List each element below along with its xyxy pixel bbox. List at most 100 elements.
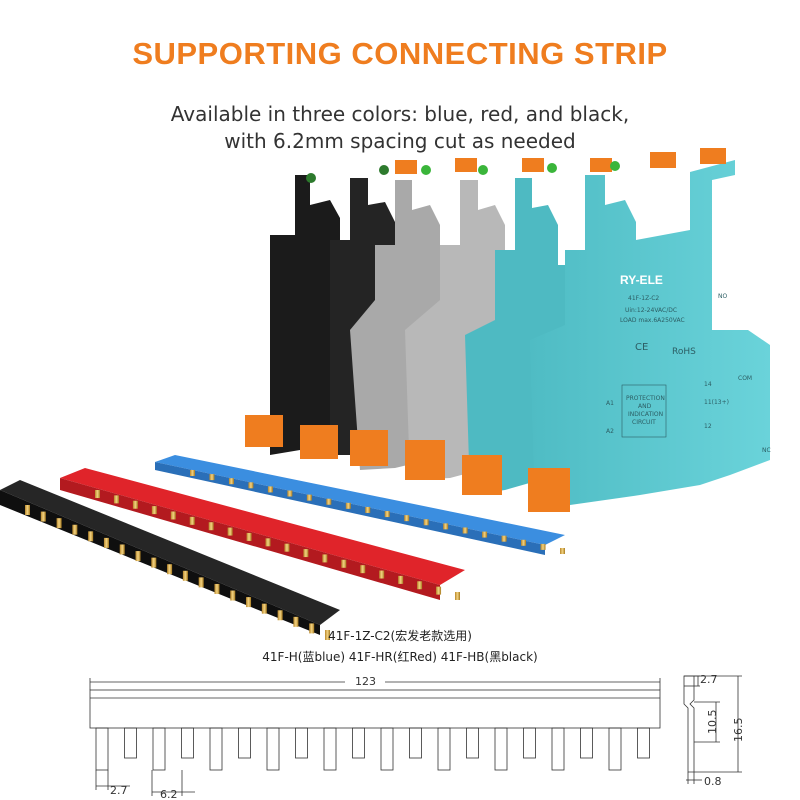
strip-pin — [293, 616, 299, 627]
strip-pin — [25, 505, 30, 515]
strip-pin — [326, 498, 332, 505]
drawing-pin — [323, 727, 337, 771]
strip-pin — [248, 482, 254, 489]
terminal-label: 14 — [704, 381, 712, 388]
strip-pin — [398, 575, 404, 584]
strip-pin — [190, 470, 195, 476]
drawing-pin — [409, 727, 422, 759]
strip-pin — [455, 592, 460, 600]
strip-pin — [208, 522, 214, 531]
strip-pin — [151, 506, 157, 515]
dimension-side-mid: 10.5 — [706, 710, 719, 735]
connecting-strip-black — [0, 480, 340, 635]
strip-pin — [182, 570, 188, 581]
strip-pin — [95, 490, 100, 498]
strip-pin — [198, 577, 204, 588]
strip-pin — [360, 565, 366, 574]
drawing-pin — [181, 727, 194, 759]
dimension-side-thickness: 0.8 — [704, 775, 722, 788]
circuit-text: INDICATION — [628, 411, 663, 418]
strip-pin — [423, 519, 429, 526]
strip-pin — [72, 524, 78, 535]
terminal-label: A1 — [606, 400, 614, 407]
strip-pin — [521, 539, 527, 546]
strip-pin — [227, 527, 233, 536]
drawing-pin — [380, 727, 394, 771]
strip-pin — [261, 603, 267, 614]
strip-pin — [287, 490, 293, 497]
relay-socket-teal-front: RY-ELE 41F-1Z-C2 Uin:12-24VAC/DC LOAD ma… — [528, 148, 771, 512]
strip-pin — [103, 537, 109, 548]
strip-pin — [443, 523, 449, 530]
dimension-pitch: 6.2 — [160, 788, 178, 800]
circuit-text: AND — [638, 403, 652, 410]
drawing-pin — [266, 727, 280, 771]
terminal-label: NC — [762, 447, 771, 454]
drawing-pin — [580, 727, 593, 759]
page-subtitle: Available in three colors: blue, red, an… — [0, 101, 800, 155]
dimension-length: 123 — [355, 675, 376, 688]
strip-pin — [501, 535, 507, 542]
terminal-label: A2 — [606, 428, 614, 435]
strip-pin — [40, 511, 46, 522]
orange-clip — [528, 468, 570, 512]
strip-pin — [151, 557, 157, 568]
relay-model: 41F-1Z-C2 — [628, 295, 659, 302]
ce-mark: CE — [635, 342, 648, 353]
strip-pin — [284, 543, 290, 552]
drawing-pin — [637, 727, 650, 759]
orange-clip — [405, 440, 445, 480]
strip-pin — [277, 610, 283, 621]
strip-pin — [189, 516, 195, 525]
strip-pin — [309, 623, 315, 634]
drawing-pin — [551, 727, 565, 771]
drawing-pin — [494, 727, 508, 771]
strip-pin — [322, 554, 328, 563]
strip-pin — [132, 500, 138, 509]
strip-pin — [209, 474, 215, 481]
circuit-text: CIRCUIT — [632, 419, 656, 426]
strip-pin — [540, 543, 546, 550]
strip-pin — [214, 583, 220, 594]
strip-pin — [462, 527, 468, 534]
strip-pin — [306, 494, 312, 501]
strip-pin — [246, 597, 252, 608]
strip-pin — [384, 511, 390, 518]
terminal-label: COM — [738, 375, 752, 382]
relay-brand: RY-ELE — [620, 273, 663, 287]
strip-pin — [167, 564, 173, 575]
strip-pin — [170, 511, 176, 520]
terminal-label: 11(13+) — [704, 399, 729, 406]
subtitle-line-2: with 6.2mm spacing cut as needed — [224, 129, 576, 153]
strip-pin — [113, 495, 119, 504]
dimension-drawing-side — [683, 675, 742, 784]
subtitle-line-1: Available in three colors: blue, red, an… — [170, 102, 630, 126]
model-line-1: 41F-1Z-C2(宏发老款选用) — [328, 629, 472, 643]
strip-pin — [88, 531, 94, 542]
strip-pin — [325, 630, 330, 640]
drawing-pin — [238, 727, 251, 759]
orange-clip — [245, 415, 283, 447]
drawing-pin — [523, 727, 536, 759]
relay-spec-load: LOAD max.6A250VAC — [620, 317, 685, 324]
dimension-pin-width: 2.7 — [110, 784, 128, 797]
drawing-pin — [352, 727, 365, 759]
strip-pin — [228, 478, 234, 485]
strip-pin — [56, 518, 62, 529]
strip-pin — [230, 590, 236, 601]
strip-pin — [379, 570, 385, 579]
relay-spec-uin: Uin:12-24VAC/DC — [625, 307, 677, 314]
dimension-drawing-front — [89, 678, 661, 796]
drawing-pin — [466, 727, 479, 759]
rohs-mark: RoHS — [672, 347, 696, 357]
strip-pin — [436, 586, 442, 595]
strip-pin — [135, 551, 141, 562]
strip-pin — [246, 532, 252, 541]
dimension-side-height: 16.5 — [732, 718, 745, 743]
strip-pin — [482, 531, 488, 538]
drawing-pin — [124, 727, 137, 759]
circuit-box — [621, 384, 667, 438]
circuit-text: PROTECTION — [626, 395, 665, 402]
orange-clip — [350, 430, 388, 466]
model-line-2: 41F-H(蓝blue) 41F-HR(红Red) 41F-HB(黑black) — [262, 650, 538, 664]
